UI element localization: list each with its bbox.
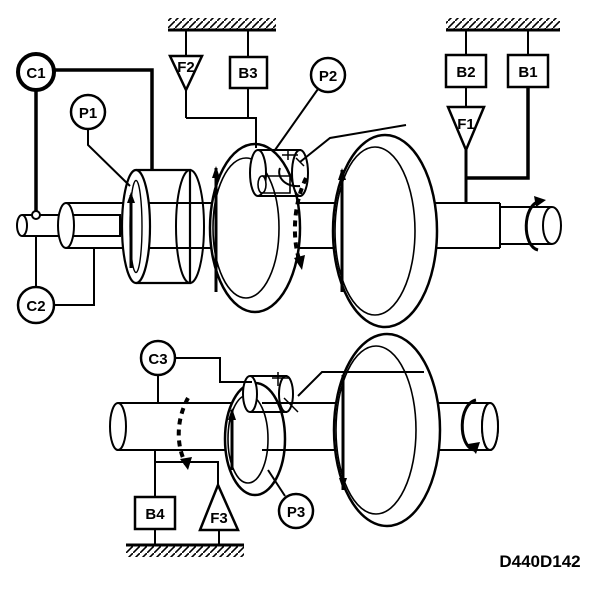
- planet-pinion-p2: [249, 149, 309, 197]
- label-c2: C2: [26, 298, 45, 315]
- label-f1: F1: [457, 116, 475, 133]
- one-way-clutch-f1: [446, 105, 486, 154]
- label-f2: F2: [177, 59, 195, 76]
- ring-gear-upper-right: [331, 133, 439, 329]
- label-b1: B1: [518, 64, 537, 81]
- label-c3: C3: [148, 351, 167, 368]
- label-p3: P3: [287, 504, 305, 521]
- planetary-gear-p3: [223, 372, 299, 497]
- ground-hatch-bottom: [126, 543, 244, 557]
- label-b4: B4: [145, 506, 165, 523]
- label-p2: P2: [319, 68, 337, 85]
- label-p1: P1: [79, 105, 97, 122]
- ground-hatch-top-left: [168, 18, 276, 32]
- label-f3: F3: [210, 510, 228, 527]
- label-c1: C1: [26, 65, 45, 82]
- figure-code: D440D142: [499, 552, 580, 571]
- gear-p2-node: [309, 56, 347, 94]
- upper-input-shaft: [16, 202, 562, 249]
- brake-b3: [228, 55, 269, 90]
- ground-hatch-top-right: [446, 18, 560, 32]
- label-b3: B3: [238, 65, 257, 82]
- rotation-arrow-output-lower: [460, 398, 480, 454]
- rotation-arrow-lower-dashed: [176, 397, 192, 470]
- ring-gear-lower: [332, 332, 442, 528]
- brake-b1: [506, 53, 550, 89]
- rotation-arrow-upper-dashed: [292, 177, 308, 270]
- label-b2: B2: [456, 64, 475, 81]
- planetary-gear-p1: [120, 168, 205, 285]
- rotation-arrow-output-upper: [524, 196, 546, 252]
- gear-p3-node: [277, 492, 315, 530]
